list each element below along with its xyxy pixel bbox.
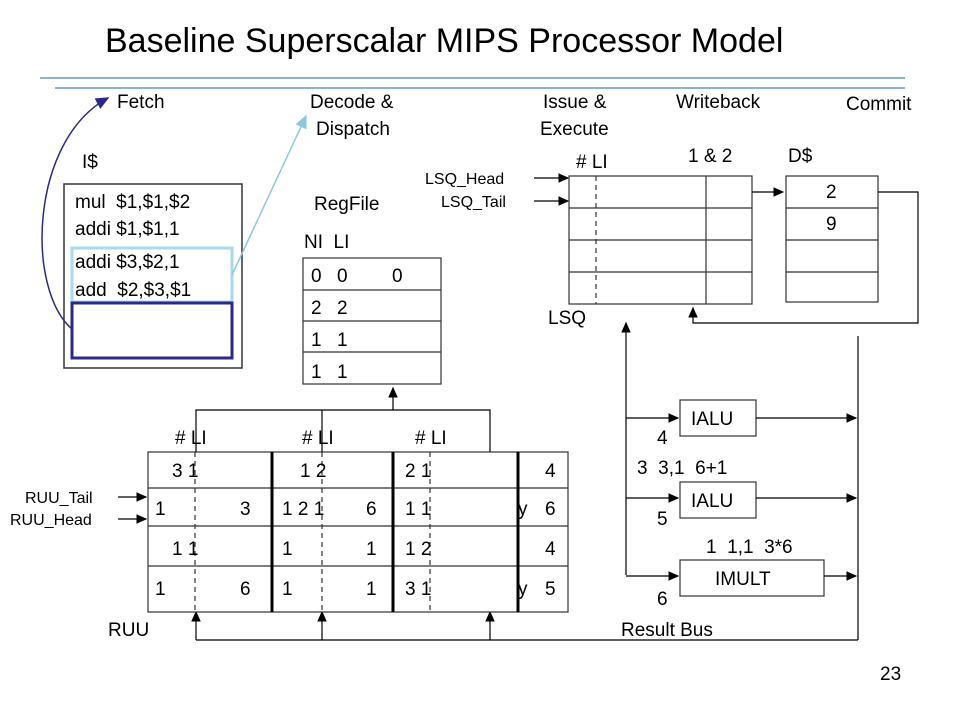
ruu-cell: 1 — [155, 499, 166, 520]
alu1-label: IALU — [691, 409, 733, 430]
alu1-box — [679, 399, 757, 437]
instruction-1: mul $1,$1,$2 — [75, 192, 190, 213]
stage-label-dispatch: Dispatch — [316, 119, 390, 140]
ruu-cell: 1 1 — [405, 499, 431, 520]
lsq-col-label: # LI — [576, 152, 608, 173]
regfile-cell: 0 — [337, 266, 348, 287]
dcache-label: D$ — [788, 146, 813, 167]
ruu-cell: 1 — [366, 579, 377, 600]
regfile-cell: 1 — [311, 362, 322, 383]
ruu-head-label: RUU_Head — [10, 512, 92, 529]
mult-box — [679, 559, 825, 597]
ruu-cell: 6 — [545, 499, 556, 520]
ruu-to-regfile-arrow — [195, 409, 491, 452]
icache-box — [63, 183, 243, 369]
alu1-number: 4 — [657, 428, 668, 449]
regfile-cell: 0 — [392, 266, 403, 287]
ruu-col-label-3: # LI — [415, 428, 447, 449]
ruu-tail-label: RUU_Tail — [25, 490, 93, 507]
regfile-table — [302, 257, 442, 385]
stage-label-writeback: Writeback — [676, 92, 761, 113]
lsq-head-label: LSQ_Head — [425, 171, 504, 188]
regfile-cell: 0 — [311, 266, 322, 287]
ruu-cell: 4 — [545, 461, 556, 482]
dcache-value-2: 9 — [826, 214, 837, 235]
mult-label: IMULT — [715, 569, 771, 590]
ruu-cell: 5 — [545, 579, 556, 600]
ruu-label: RUU — [108, 620, 149, 641]
lsq-table — [568, 175, 753, 305]
ruu-cell: 3 1 — [405, 579, 431, 600]
regfile-rows: 0 0 0 2 2 1 1 1 1 — [311, 266, 403, 383]
stage-label-commit: Commit — [846, 94, 912, 115]
regfile-label: RegFile — [314, 194, 379, 215]
regfile-cell: 1 — [337, 362, 348, 383]
icache-label: I$ — [82, 152, 98, 173]
ruu-cell: 6 — [366, 499, 377, 520]
ruu-cell: 3 — [240, 499, 251, 520]
alu2-box — [679, 481, 757, 519]
lsq-label: LSQ — [548, 308, 586, 329]
instruction-4: add $2,$3,$1 — [75, 280, 191, 301]
regfile-cell: 1 — [311, 330, 322, 351]
alu2-label: IALU — [691, 491, 733, 512]
dcache-table — [785, 175, 879, 303]
mult-note: 1 1,1 3*6 — [706, 537, 793, 558]
ruu-cell: 1 1 — [172, 539, 198, 560]
ruu-cell: 3 1 — [172, 461, 198, 482]
regfile-header: NI LI — [304, 232, 349, 253]
dispatch-arrow — [231, 114, 307, 276]
page-number: 23 — [880, 664, 901, 685]
ruu-cell: 4 — [545, 539, 556, 560]
ruu-cell: 1 2 1 — [282, 499, 324, 520]
stage-label-decode: Decode & — [310, 92, 394, 113]
lsq-tail-label: LSQ_Tail — [441, 194, 506, 211]
mult-number: 6 — [657, 589, 668, 610]
ruu-col-label-1: # LI — [175, 428, 207, 449]
regfile-cell: 2 — [337, 298, 348, 319]
ruu-table — [147, 451, 569, 613]
stage-label-fetch: Fetch — [117, 92, 165, 113]
writeback-note: 1 & 2 — [688, 146, 732, 167]
result-bus-label: Result Bus — [621, 620, 713, 641]
regfile-cell: 2 — [311, 298, 322, 319]
page-title: Baseline Superscalar MIPS Processor Mode… — [105, 22, 783, 60]
ruu-cell: 1 — [282, 579, 293, 600]
alu2-note: 3 3,1 6+1 — [637, 458, 727, 479]
ruu-cell: y — [518, 579, 528, 600]
alu2-number: 5 — [657, 509, 668, 530]
ruu-cell: 2 1 — [405, 461, 431, 482]
dispatch-box — [70, 301, 234, 360]
stage-label-execute: Execute — [540, 119, 609, 140]
instruction-3: addi $3,$2,1 — [75, 252, 180, 273]
ruu-cell: 1 2 — [300, 461, 326, 482]
ruu-cell: y — [518, 499, 528, 520]
ruu-cell: 1 — [366, 539, 377, 560]
ruu-col-label-2: # LI — [302, 428, 334, 449]
dcache-value-1: 2 — [826, 182, 837, 203]
ruu-cell: 1 2 — [405, 539, 431, 560]
commit-loop-arrow — [688, 191, 919, 324]
fetch-loop-arrow — [41, 97, 110, 331]
ruu-cell: 1 — [282, 539, 293, 560]
instruction-2: addi $1,$1,1 — [75, 219, 180, 240]
ruu-cell: 1 — [155, 579, 166, 600]
regfile-cell: 1 — [337, 330, 348, 351]
ruu-cell: 6 — [240, 579, 251, 600]
stage-label-issue: Issue & — [543, 92, 607, 113]
